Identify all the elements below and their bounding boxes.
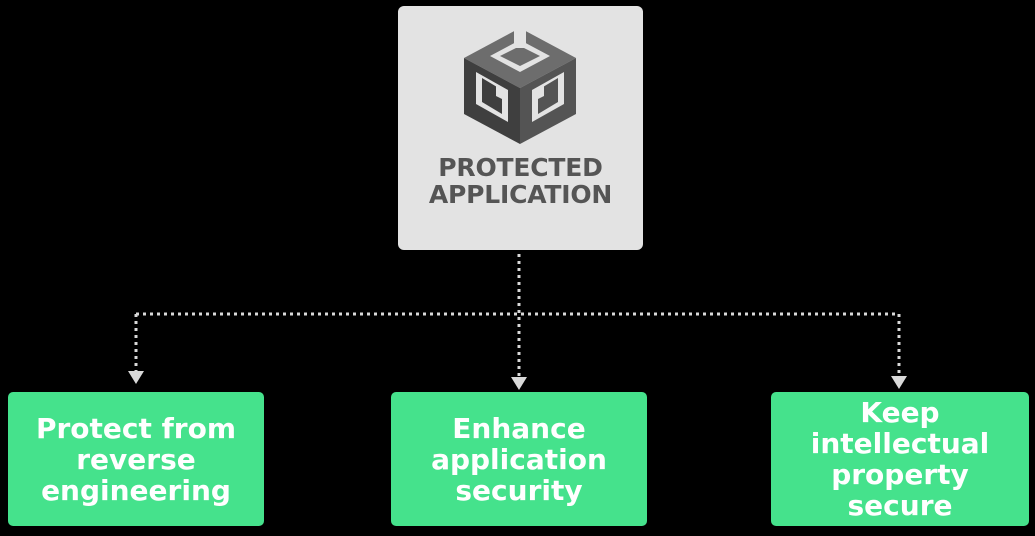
card-protect-from-reverse-engineering: Protect from reverse engineering — [8, 392, 264, 526]
card-keep-intellectual-property-secure: Keep intellectual property secure — [771, 392, 1029, 526]
arrowhead-center — [511, 377, 527, 390]
arrowhead-right — [891, 376, 907, 389]
protected-application-title: PROTECTED APPLICATION — [428, 153, 613, 209]
card-label: Keep intellectual property secure — [810, 396, 990, 522]
card-label: Enhance application security — [431, 411, 607, 507]
card-enhance-application-security: Enhance application security — [391, 392, 647, 526]
arrowhead-left — [128, 371, 144, 384]
unity-cube-logo-icon — [464, 28, 576, 144]
card-label: Protect from reverse engineering — [35, 411, 237, 507]
